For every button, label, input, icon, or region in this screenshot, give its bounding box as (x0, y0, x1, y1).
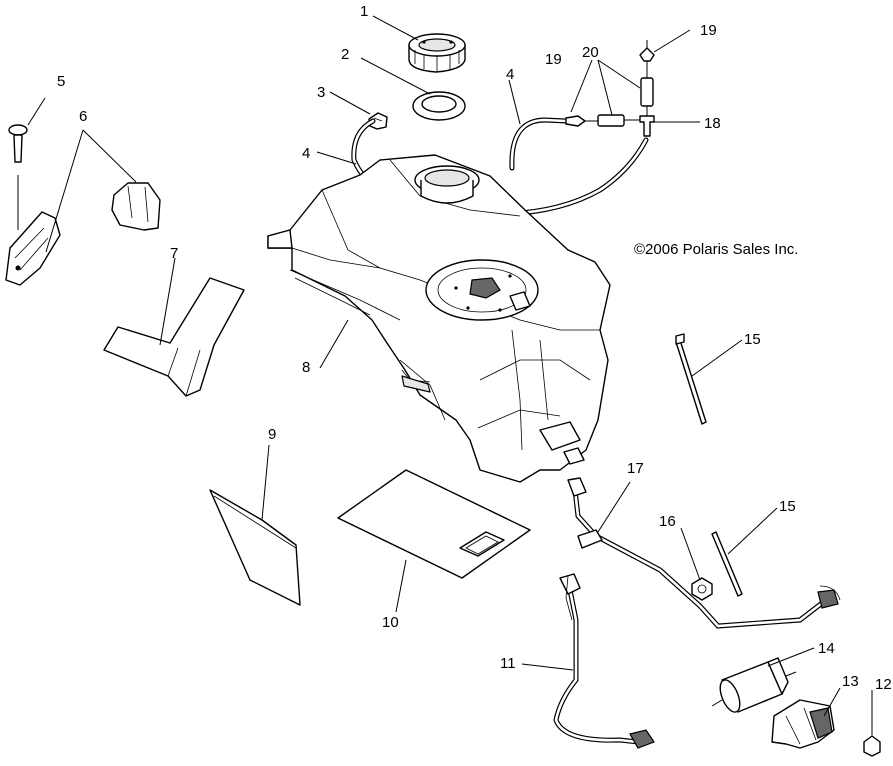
part-20-filter-left (597, 114, 625, 127)
callout-4: 4 (302, 145, 310, 162)
part-15-tie-lower (711, 531, 743, 597)
callout-15-upper: 15 (744, 331, 761, 348)
part-8-fuel-tank (267, 154, 611, 483)
callout-1: 1 (360, 3, 368, 20)
part-14-fuel-filter (711, 657, 797, 713)
callout-19-left: 19 (545, 51, 562, 68)
part-9-pad (209, 489, 301, 606)
callout-17: 17 (627, 460, 644, 477)
callout-6: 6 (79, 108, 87, 125)
part-19-valve-left (565, 115, 586, 127)
callout-19-top: 19 (700, 22, 717, 39)
part-6-bracket-upper (111, 182, 161, 231)
leader-lines (27, 15, 873, 717)
callout-14: 14 (818, 640, 835, 657)
callout-18: 18 (704, 115, 721, 132)
callout-3: 3 (317, 84, 325, 101)
part-20-filter-top (640, 61, 654, 107)
callout-11: 11 (500, 655, 516, 672)
callout-20: 20 (582, 44, 599, 61)
callout-15-lower: 15 (779, 498, 796, 515)
part-15-tie-upper (675, 333, 707, 425)
part-13-bracket (771, 699, 835, 749)
callout-labels: 1 2 3 4 4 5 6 7 8 9 10 11 12 13 14 15 15… (57, 3, 892, 693)
callout-7: 7 (170, 245, 178, 262)
copyright-notice: ©2006 Polaris Sales Inc. (634, 241, 798, 258)
part-18-tee-fitting (624, 106, 655, 137)
part-17-fuel-line (567, 477, 841, 629)
part-5-screw (8, 124, 28, 230)
part-16-nut (691, 577, 713, 601)
callout-12: 12 (875, 676, 892, 693)
part-10-pad (337, 469, 531, 579)
part-2-gasket (412, 91, 466, 121)
callout-4-hose: 4 (506, 66, 514, 83)
part-19-valve-top (639, 40, 655, 62)
callout-13: 13 (842, 673, 859, 690)
callout-9: 9 (268, 426, 276, 443)
callout-10: 10 (382, 614, 399, 631)
callout-16: 16 (659, 513, 676, 530)
part-11-fuel-line (553, 573, 655, 749)
part-4-loop-hose (509, 117, 569, 171)
part-6-bracket-lower (5, 211, 61, 286)
part-3-clamp (368, 112, 388, 130)
callout-2: 2 (341, 46, 349, 63)
callout-5: 5 (57, 73, 65, 90)
part-1-fuel-cap (408, 33, 466, 73)
part-12-nut (863, 700, 881, 757)
callout-8: 8 (302, 359, 310, 376)
part-7-pad (103, 277, 245, 397)
